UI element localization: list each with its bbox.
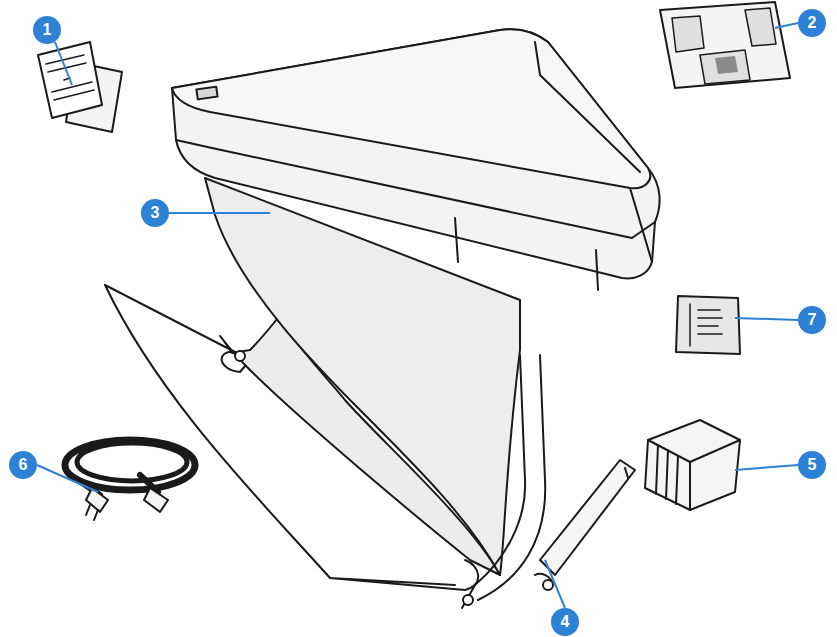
- ink-cartridges: [645, 420, 740, 510]
- callout-number: 5: [798, 451, 826, 479]
- callout-number: 7: [798, 306, 826, 334]
- stand-frame: [105, 285, 478, 590]
- parts-bag: [676, 296, 740, 354]
- printer-body: [172, 29, 660, 278]
- printer-top: [172, 29, 650, 188]
- stand-leg: [462, 355, 545, 608]
- callout-number: 1: [33, 16, 61, 44]
- leader-lines: [37, 23, 798, 608]
- callout-number: 2: [798, 9, 826, 37]
- callout-number: 3: [141, 199, 169, 227]
- callout-number: 4: [551, 608, 579, 636]
- stand-foot: [535, 460, 635, 585]
- callout-circles: [9, 9, 826, 636]
- callout-number: 6: [9, 451, 37, 479]
- accessory-card: [660, 2, 790, 88]
